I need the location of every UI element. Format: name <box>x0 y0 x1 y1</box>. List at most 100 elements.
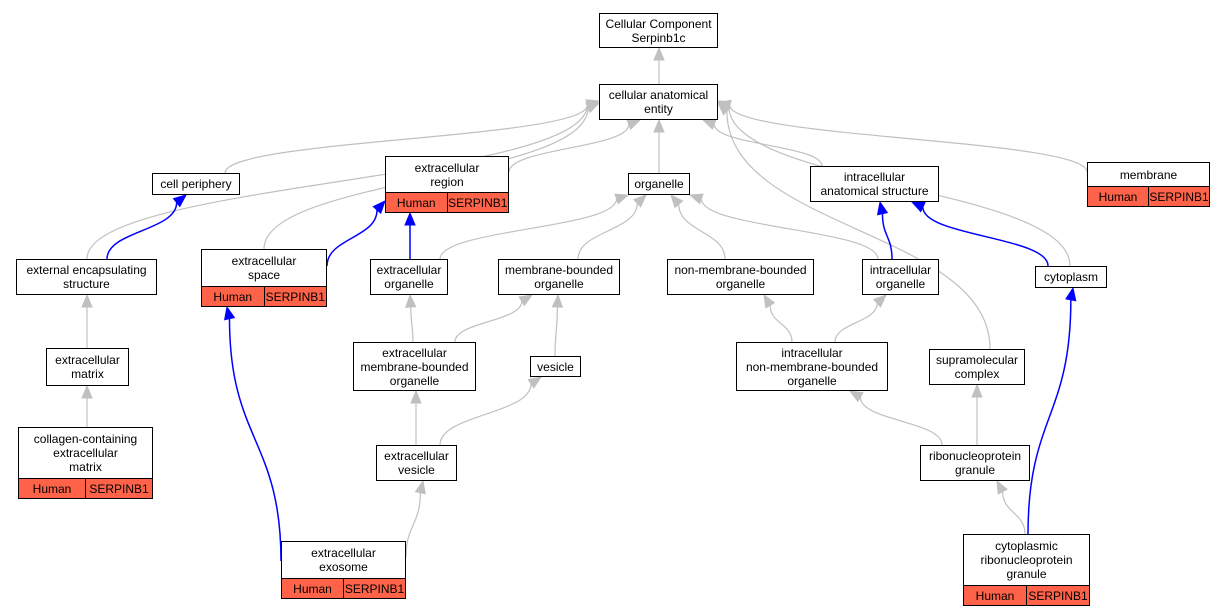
node-intracellular-non-membrane-bounded-organelle[interactable]: intracellular non-membrane-bounded organ… <box>736 342 888 391</box>
node-vesicle[interactable]: vesicle <box>530 356 581 377</box>
annotation-gene: SERPINB1 <box>446 193 509 212</box>
annotation-row: Human SERPINB1 <box>19 478 152 498</box>
edge-arrowhead <box>527 376 543 389</box>
edge-arrowhead <box>848 390 864 403</box>
edge-arrowhead <box>614 193 630 205</box>
node-label: cytoplasm <box>1043 270 1099 284</box>
edge-part-of <box>228 318 282 562</box>
edge-is-a <box>410 306 414 343</box>
node-label: membrane-bounded organelle <box>504 263 614 291</box>
node-non-membrane-bounded-organelle[interactable]: non-membrane-bounded organelle <box>667 259 814 295</box>
node-label: external encapsulating structure <box>26 263 147 291</box>
node-label: ribonucleoprotein granule <box>928 449 1022 477</box>
node-label: intracellular non-membrane-bounded organ… <box>745 345 879 388</box>
node-extracellular-membrane-bounded-organelle[interactable]: extracellular membrane-bounded organelle <box>353 342 476 391</box>
edge-is-a <box>1002 491 1026 535</box>
node-label: cell periphery <box>160 177 232 191</box>
node-extracellular-vesicle[interactable]: extracellular vesicle <box>376 445 457 481</box>
node-extracellular-organelle[interactable]: extracellular organelle <box>370 259 448 295</box>
edge-arrowhead <box>716 100 732 112</box>
edge-arrowhead <box>626 119 642 130</box>
node-membrane-bounded-organelle[interactable]: membrane-bounded organelle <box>498 259 620 295</box>
edge-is-a <box>508 124 630 173</box>
node-cell-periphery[interactable]: cell periphery <box>152 173 240 195</box>
edge-part-of <box>326 209 378 267</box>
node-external-encapsulating-structure[interactable]: external encapsulating structure <box>16 259 157 295</box>
node-root[interactable]: Cellular Component Serpinb1c <box>599 13 718 48</box>
edge-arrowhead <box>876 200 889 216</box>
node-label: organelle <box>634 177 684 191</box>
edge-is-a <box>439 198 618 260</box>
annotation-gene: SERPINB1 <box>85 479 152 498</box>
node-label: intracellular organelle <box>869 263 932 291</box>
edge-arrowhead <box>404 211 416 226</box>
edge-arrowhead <box>172 194 188 208</box>
edge-is-a <box>678 204 726 260</box>
edge-is-a <box>86 104 589 260</box>
edge-arrowhead <box>372 200 386 215</box>
node-organelle[interactable]: organelle <box>628 173 690 195</box>
edge-is-a <box>405 492 421 558</box>
node-label: extracellular region <box>414 160 480 189</box>
annotation-species: Human <box>1098 189 1138 204</box>
edge-is-a <box>834 303 878 343</box>
edge-is-a <box>554 306 559 357</box>
edge-arrowhead <box>518 294 534 307</box>
node-intracellular-anatomical-structure[interactable]: intracellular anatomical structure <box>810 166 939 202</box>
edge-is-a <box>726 111 991 350</box>
node-collagen-containing-extracellular-matrix[interactable]: collagen-containing extracellular matrix… <box>18 427 153 499</box>
edge-part-of <box>106 202 178 260</box>
node-label: cytoplasmic ribonucleoprotein granule <box>980 539 1073 581</box>
edge-is-a <box>224 105 588 174</box>
edge-is-a <box>454 301 523 343</box>
annotation-gene: SERPINB1 <box>1026 586 1089 605</box>
node-label: vesicle <box>537 359 574 374</box>
edge-arrowhead <box>414 479 426 495</box>
edge-arrowhead <box>653 46 665 61</box>
annotation-row: Human SERPINB1 <box>282 578 405 598</box>
annotation-species: Human <box>293 581 332 596</box>
edge-arrowhead <box>971 383 983 398</box>
node-label: extracellular exosome <box>311 546 376 574</box>
edge-part-of <box>1027 299 1072 535</box>
node-ribonucleoprotein-granule[interactable]: ribonucleoprotein granule <box>920 445 1030 481</box>
node-label: collagen-containing extracellular matrix <box>33 432 138 474</box>
edge-arrowhead <box>910 201 926 213</box>
annotation-species: Human <box>32 481 72 496</box>
edge-is-a <box>713 124 823 167</box>
node-label: cellular anatomical entity <box>608 88 709 116</box>
edge-arrowhead <box>410 389 422 404</box>
edge-part-of <box>922 206 1049 267</box>
edge-arrowhead <box>223 305 236 321</box>
annotation-gene: SERPINB1 <box>343 579 405 598</box>
edge-is-a <box>729 105 1088 173</box>
node-intracellular-organelle[interactable]: intracellular organelle <box>862 259 939 295</box>
node-label: intracellular anatomical structure <box>820 170 929 198</box>
edge-arrowhead <box>701 119 717 130</box>
edge-arrowhead <box>632 194 647 208</box>
node-cytoplasm[interactable]: cytoplasm <box>1035 266 1107 288</box>
annotation-gene: SERPINB1 <box>263 287 327 306</box>
edge-is-a <box>859 396 943 446</box>
edge-arrowhead <box>81 384 93 399</box>
edge-arrowhead <box>996 479 1008 495</box>
edge-arrowhead <box>551 293 564 308</box>
node-extracellular-matrix[interactable]: extracellular matrix <box>46 348 129 386</box>
node-label: Cellular Component Serpinb1c <box>605 16 712 45</box>
node-supramolecular-complex[interactable]: supramolecular complex <box>929 349 1025 385</box>
node-label: non-membrane-bounded organelle <box>674 263 807 291</box>
node-cae[interactable]: cellular anatomical entity <box>599 84 718 120</box>
edge-is-a <box>700 198 879 260</box>
edge-arrowhead <box>670 194 684 209</box>
